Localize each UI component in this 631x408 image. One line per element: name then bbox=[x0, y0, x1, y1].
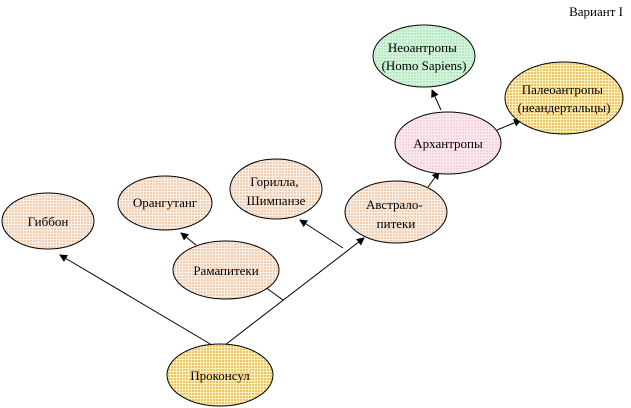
svg-text:Рамапитеки: Рамапитеки bbox=[193, 263, 258, 278]
node-neoanthropes-line-1: Неоантропы bbox=[388, 40, 457, 55]
node-neoanthropes: Неоантропы (Homo Sapiens) bbox=[372, 24, 476, 88]
arrow-proconsul-to-gibbon bbox=[59, 254, 213, 346]
svg-text:Неоантропы (Homo Sapiens: Неоантропы (Homo Sapiens) bbox=[382, 40, 467, 73]
node-ramapithecus: Рамапитеки bbox=[172, 240, 280, 300]
node-australopithecus-line-1: Австрало- bbox=[366, 197, 423, 212]
line-ramapithecus-to-proconsul bbox=[264, 286, 284, 301]
svg-text:Орангутанг: Орангутанг bbox=[133, 195, 197, 210]
connectors bbox=[59, 89, 522, 346]
node-ramapithecus-line-1: Рамапитеки bbox=[193, 263, 258, 278]
node-proconsul: Проконсул bbox=[166, 343, 274, 407]
node-paleoanthropes-line-2: (неандертальцы) bbox=[518, 100, 611, 115]
node-archanthropes: Архантропы bbox=[394, 111, 502, 175]
node-orangutan: Орангутанг bbox=[117, 175, 213, 231]
node-orangutan-line-1: Орангутанг bbox=[133, 195, 197, 210]
node-paleoanthropes: Палеоантропы (неандертальцы) bbox=[504, 61, 624, 135]
node-proconsul-line-1: Проконсул bbox=[190, 368, 250, 383]
arrow-archanthropes-to-neoanthropes bbox=[431, 89, 442, 111]
node-australopithecus: Австрало- питеки bbox=[344, 180, 448, 244]
svg-text:Горилла, Шимпанзе: Горилла, Шимпанзе bbox=[247, 174, 306, 208]
node-gorilla: Горилла, Шимпанзе bbox=[229, 158, 323, 220]
node-australopithecus-line-2: питеки bbox=[377, 216, 416, 231]
node-gibbon-line-1: Гиббон bbox=[28, 214, 69, 229]
node-neoanthropes-line-2: (Homo Sapiens) bbox=[382, 58, 467, 73]
arrow-australopithecus-to-archanthropes bbox=[427, 171, 440, 188]
svg-text:Австрало- питеки: Австрало- питеки bbox=[366, 197, 426, 231]
arrow-proconsul-to-australopithecus bbox=[224, 237, 365, 346]
arrow-australopithecus-to-gorilla bbox=[299, 219, 344, 249]
svg-text:Архантропы: Архантропы bbox=[413, 136, 483, 151]
node-gorilla-line-2: Шимпанзе bbox=[247, 193, 306, 208]
node-paleoanthropes-line-1: Палеоантропы bbox=[522, 82, 604, 97]
node-gorilla-line-1: Горилла, bbox=[250, 174, 298, 189]
node-archanthropes-line-1: Архантропы bbox=[413, 136, 483, 151]
svg-text:Гиббон: Гиббон bbox=[28, 214, 69, 229]
variant-label: Вариант I bbox=[569, 4, 623, 19]
arrow-ramapithecus-to-orangutan bbox=[180, 232, 197, 246]
svg-text:Палеоантропы (неандертал: Палеоантропы (неандертальцы) bbox=[518, 82, 611, 115]
svg-text:Проконсул: Проконсул bbox=[190, 368, 250, 383]
node-gibbon: Гиббон bbox=[1, 192, 95, 250]
arrow-archanthropes-to-paleoanthropes bbox=[496, 119, 522, 131]
